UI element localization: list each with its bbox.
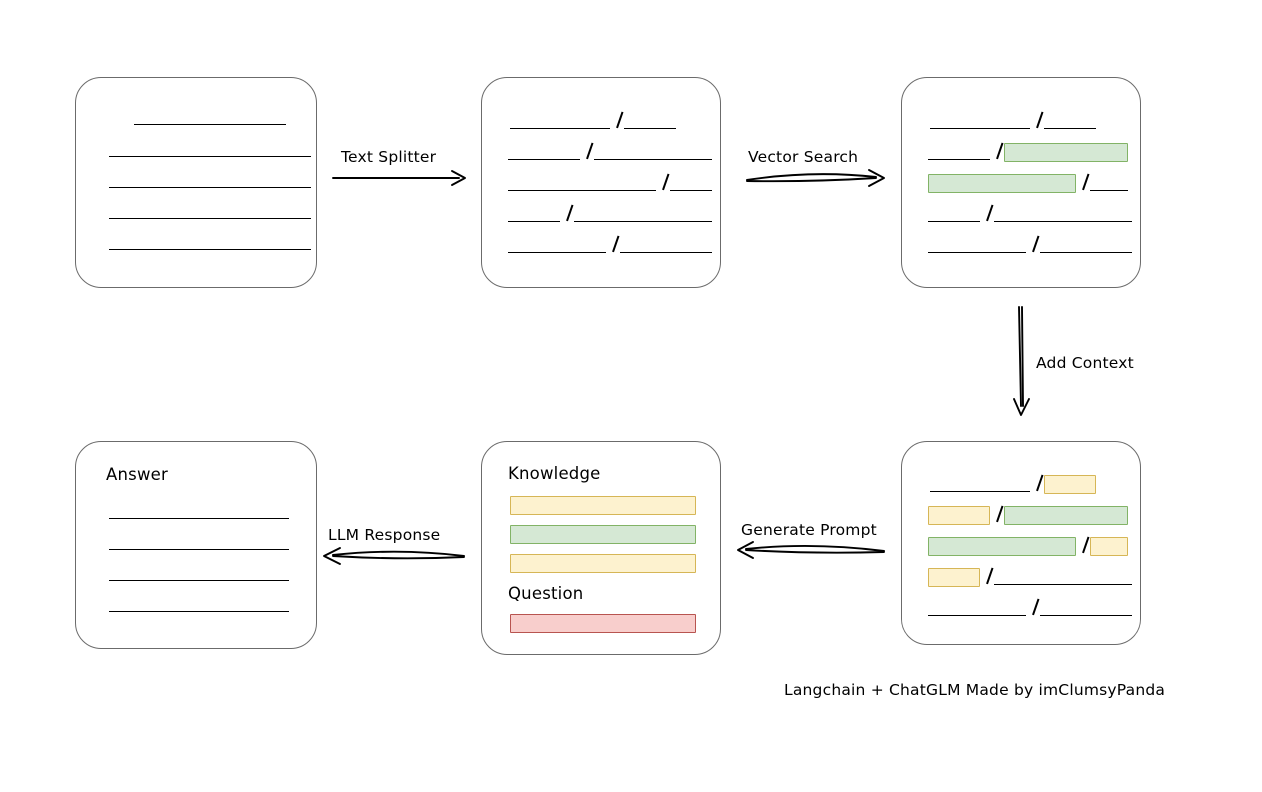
chunk-segment — [508, 173, 656, 191]
footer-credit: Langchain + ChatGLM Made by imClumsyPand… — [784, 681, 1166, 699]
chunk-segment — [930, 111, 1030, 129]
chunk-row — [928, 235, 1132, 253]
chunk-segment — [994, 567, 1132, 585]
chunk-separator-icon — [990, 505, 1004, 523]
chunk-segment — [574, 204, 712, 222]
chunk-segment — [994, 204, 1132, 222]
arrow-generate-prompt — [737, 541, 885, 559]
arrow-label-text-splitter: Text Splitter — [341, 148, 437, 166]
arrow-label-llm-response: LLM Response — [328, 526, 441, 544]
context-chunk-highlight — [928, 506, 990, 525]
matched-chunk-highlight — [928, 537, 1076, 556]
chunk-separator-icon — [1076, 536, 1090, 554]
chunk-row — [510, 111, 676, 129]
chunk-segment — [1044, 111, 1096, 129]
document-line — [109, 218, 311, 219]
chunk-segment — [1040, 235, 1132, 253]
chunk-row — [930, 474, 1096, 494]
chunk-row — [928, 567, 1132, 587]
arrow-label-add-context: Add Context — [1036, 354, 1134, 372]
chunk-row — [928, 505, 1128, 525]
chunk-separator-icon — [980, 567, 994, 585]
arrow-label-generate-prompt: Generate Prompt — [741, 521, 877, 539]
chunk-row — [508, 142, 712, 160]
chunk-segment — [508, 142, 580, 160]
answer-line — [109, 611, 289, 612]
chunk-separator-icon — [606, 235, 620, 253]
chunk-row — [930, 111, 1096, 129]
knowledge-label: Knowledge — [508, 464, 601, 483]
context-chunk-highlight — [928, 568, 980, 587]
chunk-row — [928, 142, 1128, 162]
chunk-row — [508, 235, 712, 253]
chunk-separator-icon — [1026, 598, 1040, 616]
chunk-separator-icon — [656, 173, 670, 191]
arrow-vector-search — [746, 169, 885, 187]
chunk-separator-icon — [980, 204, 994, 222]
chunk-segment — [928, 598, 1026, 616]
answer-label: Answer — [106, 465, 168, 484]
document-line — [109, 156, 311, 157]
chunk-separator-icon — [1030, 474, 1044, 492]
answer-box[interactable]: Answer — [75, 441, 317, 649]
chunk-segment — [930, 474, 1030, 492]
answer-line — [109, 549, 289, 550]
chunk-separator-icon — [1076, 173, 1090, 191]
arrow-llm-response — [323, 547, 465, 565]
document-line — [134, 124, 286, 125]
chunk-segment — [1040, 598, 1132, 616]
chunk-separator-icon — [1030, 111, 1044, 129]
chunk-row — [508, 204, 712, 222]
arrow-add-context — [1013, 306, 1030, 416]
chunk-segment — [1090, 173, 1128, 191]
arrow-label-vector-search: Vector Search — [748, 148, 859, 166]
matched-chunk-highlight — [1004, 143, 1128, 162]
knowledge-bar — [510, 525, 696, 544]
answer-line — [109, 580, 289, 581]
chunk-row — [928, 204, 1132, 222]
chunk-segment — [510, 111, 610, 129]
chunk-segment — [594, 142, 712, 160]
chunk-separator-icon — [580, 142, 594, 160]
chunk-segment — [928, 142, 990, 160]
chunk-segment — [624, 111, 676, 129]
document-line — [109, 249, 311, 250]
chunk-separator-icon — [1026, 235, 1040, 253]
chunk-row — [928, 536, 1128, 556]
chunk-row — [928, 173, 1128, 193]
chunk-segment — [620, 235, 712, 253]
chunk-segment — [928, 204, 980, 222]
chunk-separator-icon — [610, 111, 624, 129]
matched-chunk-highlight — [1004, 506, 1128, 525]
chunk-separator-icon — [560, 204, 574, 222]
chunk-row — [928, 598, 1132, 616]
question-bar — [510, 614, 696, 633]
chunk-segment — [670, 173, 712, 191]
chunk-segment — [508, 235, 606, 253]
split-chunks-box[interactable] — [481, 77, 721, 288]
context-chunk-highlight — [1090, 537, 1128, 556]
chunk-row — [508, 173, 712, 191]
answer-line — [109, 518, 289, 519]
matched-chunks-box[interactable] — [901, 77, 1141, 288]
source-document-box[interactable] — [75, 77, 317, 288]
knowledge-bar — [510, 496, 696, 515]
document-line — [109, 187, 311, 188]
question-label: Question — [508, 584, 584, 603]
chunk-segment — [508, 204, 560, 222]
chunk-segment — [928, 235, 1026, 253]
knowledge-bar — [510, 554, 696, 573]
chunk-separator-icon — [990, 142, 1004, 160]
context-chunk-highlight — [1044, 475, 1096, 494]
prompt-box[interactable]: Knowledge Question — [481, 441, 721, 655]
context-document-box[interactable] — [901, 441, 1141, 645]
arrow-text-splitter — [332, 170, 466, 186]
matched-chunk-highlight — [928, 174, 1076, 193]
